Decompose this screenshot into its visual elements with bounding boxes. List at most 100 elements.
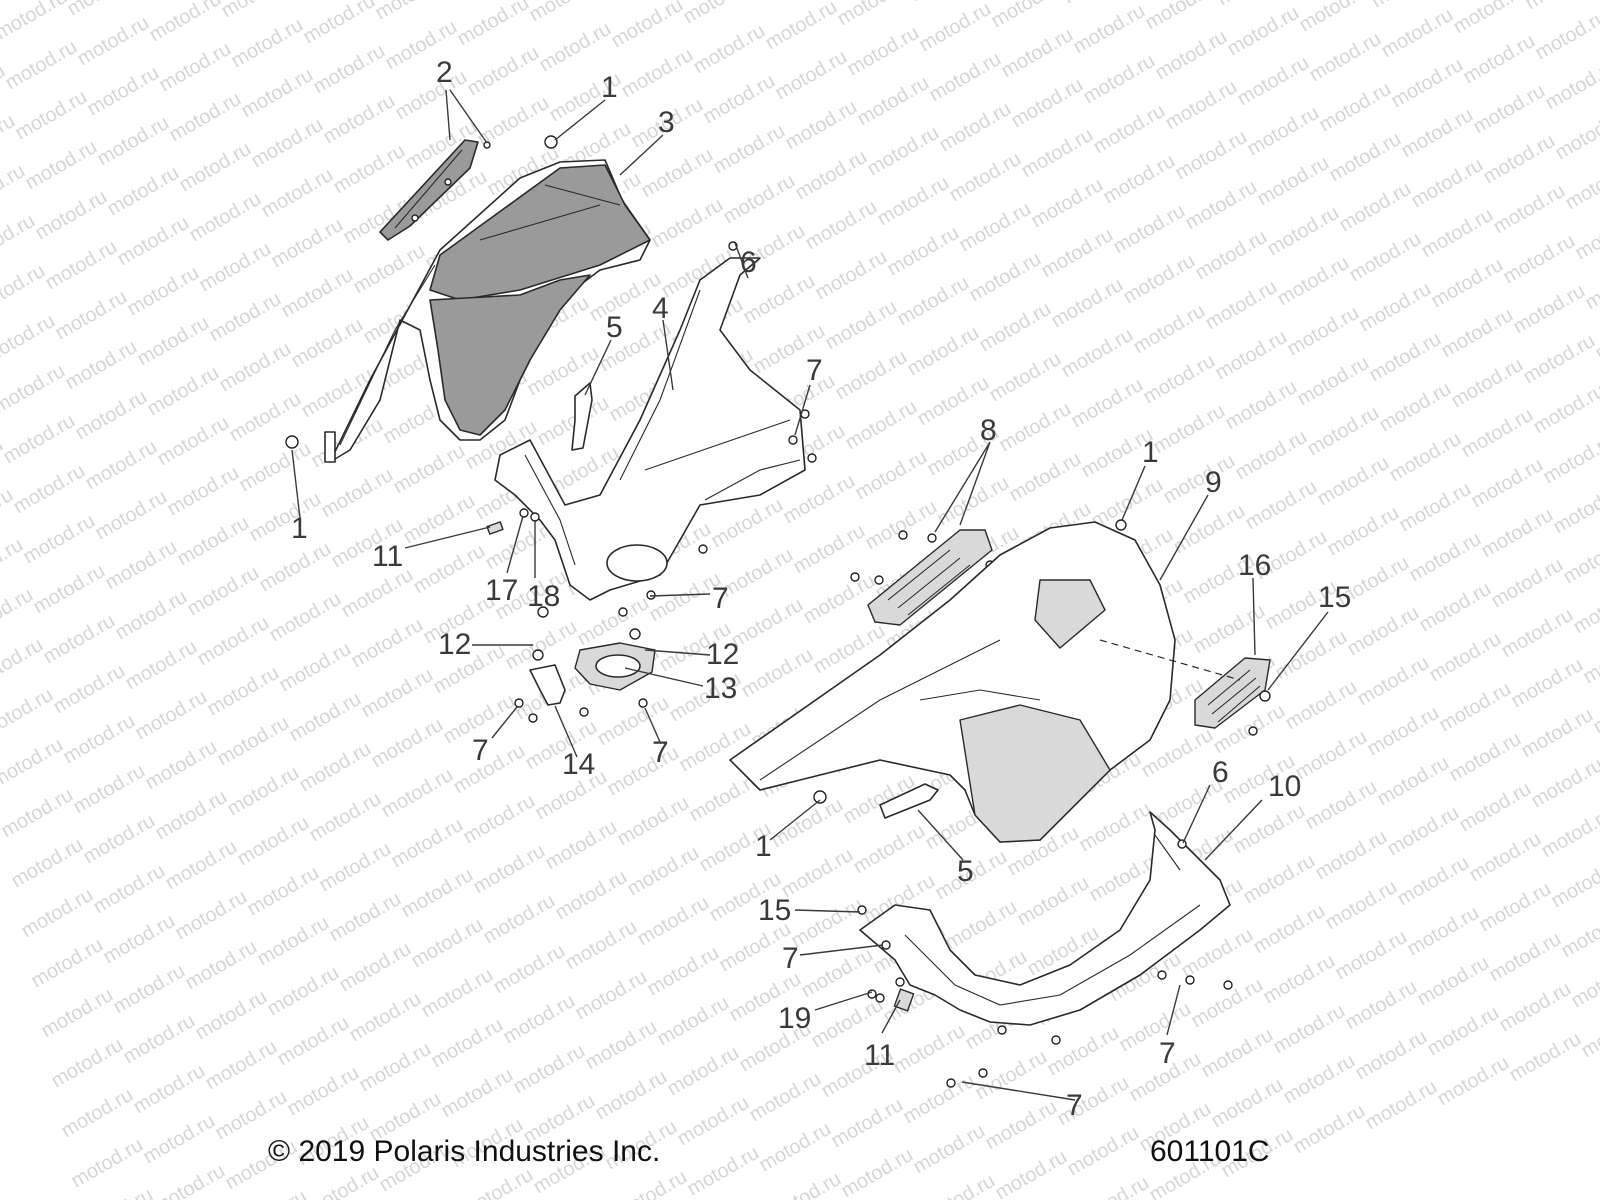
watermark-text: motod.ru [1230, 800, 1309, 859]
watermark-text: motod.ru [154, 412, 233, 471]
watermark-text: motod.ru [1120, 250, 1199, 309]
watermark-text: motod.ru [936, 98, 1015, 157]
watermark-text: motod.ru [884, 222, 963, 281]
watermark-text: motod.ru [1254, 152, 1333, 211]
callout-label: 5 [606, 311, 623, 344]
watermark-text: motod.ru [0, 360, 69, 419]
watermark-text: motod.ru [460, 790, 539, 849]
watermark-text: motod.ru [398, 864, 477, 923]
watermark-text: motod.ru [1446, 728, 1525, 787]
watermark-text: motod.ru [146, 0, 225, 46]
watermark-text: motod.ru [32, 186, 111, 245]
watermark-text: motod.ru [684, 1142, 763, 1200]
watermark-text: motod.ru [1070, 0, 1149, 58]
watermark-text: motod.ru [286, 688, 365, 747]
watermark-text: motod.ru [150, 1160, 229, 1200]
watermark-text: motod.ru [1198, 1024, 1277, 1083]
callout-label: 17 [485, 574, 518, 607]
watermark-text: motod.ru [956, 198, 1035, 257]
watermark-text: motod.ru [894, 272, 973, 331]
watermark-text: motod.ru [756, 1118, 835, 1177]
watermark-text: motod.ru [90, 860, 169, 919]
watermark-text: motod.ru [592, 1066, 671, 1125]
callout-layer: 2 1 3 1 6 4 5 7 11 17 18 7 12 12 13 7 14… [291, 56, 1351, 1122]
watermark-text: motod.ru [458, 1164, 537, 1200]
parts-11-19-lower [867, 988, 915, 1012]
watermark-text: motod.ru [1152, 26, 1231, 85]
watermark-text: motod.ru [746, 1068, 825, 1127]
watermark-text: motod.ru [844, 22, 923, 81]
watermark-text: motod.ru [410, 540, 489, 599]
watermark-text: motod.ru [1468, 454, 1547, 513]
watermark-text: motod.ru [1302, 776, 1381, 835]
watermark-text: motod.ru [510, 1040, 589, 1099]
callout-label: 1 [755, 830, 772, 863]
watermark-text: motod.ru [144, 362, 223, 421]
watermark-text: motod.ru [0, 584, 37, 643]
watermark-text: motod.ru [1580, 630, 1600, 689]
watermark-text: motod.ru [946, 148, 1025, 207]
watermark-text: motod.ru [84, 62, 163, 121]
part-9-front-cowl [729, 521, 1176, 843]
watermark-text: motod.ru [18, 884, 97, 943]
watermark-text: motod.ru [318, 464, 397, 523]
copyright-notice: © 2019 Polaris Industries Inc. [268, 1135, 661, 1168]
watermark-text: motod.ru [982, 1096, 1061, 1155]
watermark-text: motod.ru [900, 1070, 979, 1129]
watermark-text: motod.ru [408, 914, 487, 973]
watermark-text: motod.ru [330, 140, 409, 199]
watermark-text: motod.ru [1224, 2, 1303, 61]
watermark-text: motod.ru [174, 512, 253, 571]
watermark-text: motod.ru [1274, 252, 1353, 311]
vent-alignment-line [1099, 639, 1241, 681]
watermark-text: motod.ru [1354, 652, 1433, 711]
watermark-text: motod.ru [904, 322, 983, 381]
watermark-text: motod.ru [48, 1034, 127, 1093]
watermark-text: motod.ru [562, 916, 641, 975]
watermark-text: motod.ru [1068, 374, 1147, 433]
callout-label: 1 [601, 71, 618, 104]
callout-label: 7 [806, 354, 823, 387]
watermark-text: motod.ru [1550, 480, 1600, 539]
watermark-text: motod.ru [1560, 530, 1600, 589]
watermark-text: motod.ru [120, 1010, 199, 1069]
watermark-text: motod.ru [1312, 826, 1391, 885]
callout-label: 13 [704, 672, 737, 705]
watermark-text: motod.ru [0, 784, 77, 843]
watermark-text: motod.ru [1548, 854, 1600, 913]
watermark-text: motod.ru [1240, 850, 1319, 909]
watermark-text: motod.ru [1460, 30, 1539, 89]
watermark-text: motod.ru [30, 560, 109, 619]
watermark-text: motod.ru [1250, 900, 1329, 959]
watermark-text: motod.ru [60, 710, 139, 769]
watermark-text: motod.ru [278, 264, 357, 323]
watermark-text: motod.ru [766, 1168, 845, 1200]
watermark-text: motod.ru [614, 792, 693, 851]
callout-label: 12 [706, 638, 739, 671]
watermark-text: motod.ru [1234, 52, 1313, 111]
watermark-text: motod.ru [834, 0, 913, 30]
watermark-text: motod.ru [1232, 426, 1311, 485]
watermark-text: motod.ru [1500, 230, 1579, 289]
watermark-text: motod.ru [572, 966, 651, 1025]
watermark-text: motod.ru [112, 586, 191, 645]
watermark-text: motod.ru [1532, 6, 1600, 65]
callout-label: 6 [1212, 756, 1229, 789]
watermark-text: motod.ru [194, 612, 273, 671]
watermark-text: motod.ru [350, 240, 429, 299]
watermark-text: motod.ru [0, 734, 67, 793]
watermark-text: motod.ru [1570, 580, 1600, 639]
watermark-text: motod.ru [1528, 754, 1600, 813]
watermark-text: motod.ru [1264, 202, 1343, 261]
watermark-text: motod.ru [1270, 1000, 1349, 1059]
watermark-text: motod.ru [1314, 452, 1393, 511]
watermark-text: motod.ru [82, 436, 161, 495]
watermark-text: motod.ru [1450, 0, 1529, 38]
watermark-text: motod.ru [842, 396, 921, 455]
callout-label: 7 [782, 942, 799, 975]
watermark-text: motod.ru [788, 894, 867, 953]
watermark-text: motod.ru [1540, 430, 1600, 489]
watermark-text: motod.ru [1260, 950, 1339, 1009]
part-5-bracket [571, 382, 593, 451]
watermark-text: motod.ru [0, 684, 57, 743]
